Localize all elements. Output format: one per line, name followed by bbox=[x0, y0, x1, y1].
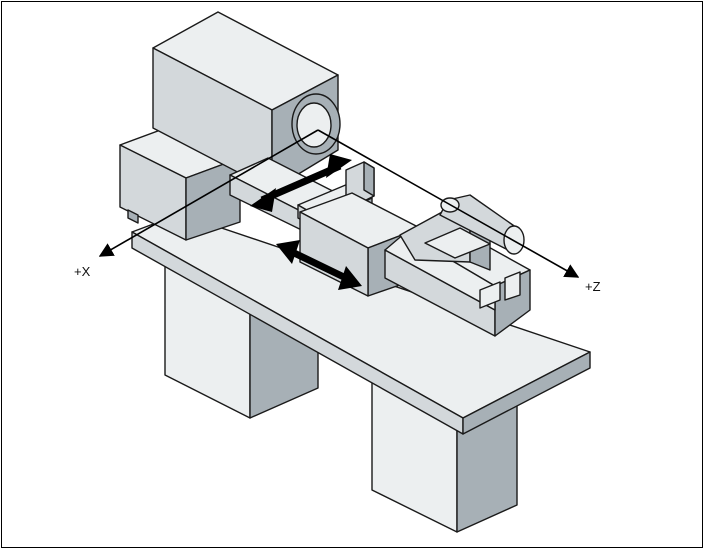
z-axis-arrow bbox=[317, 129, 580, 278]
spindle-chuck bbox=[291, 93, 341, 155]
x-axis-label: +X bbox=[74, 264, 91, 279]
z-axis-label: +Z bbox=[585, 279, 601, 294]
headstock-base bbox=[119, 124, 241, 241]
z-motion-arrow bbox=[276, 240, 362, 290]
x-motion-arrow bbox=[250, 154, 352, 212]
x-axis-arrow bbox=[98, 129, 319, 257]
bench-table bbox=[131, 213, 591, 435]
